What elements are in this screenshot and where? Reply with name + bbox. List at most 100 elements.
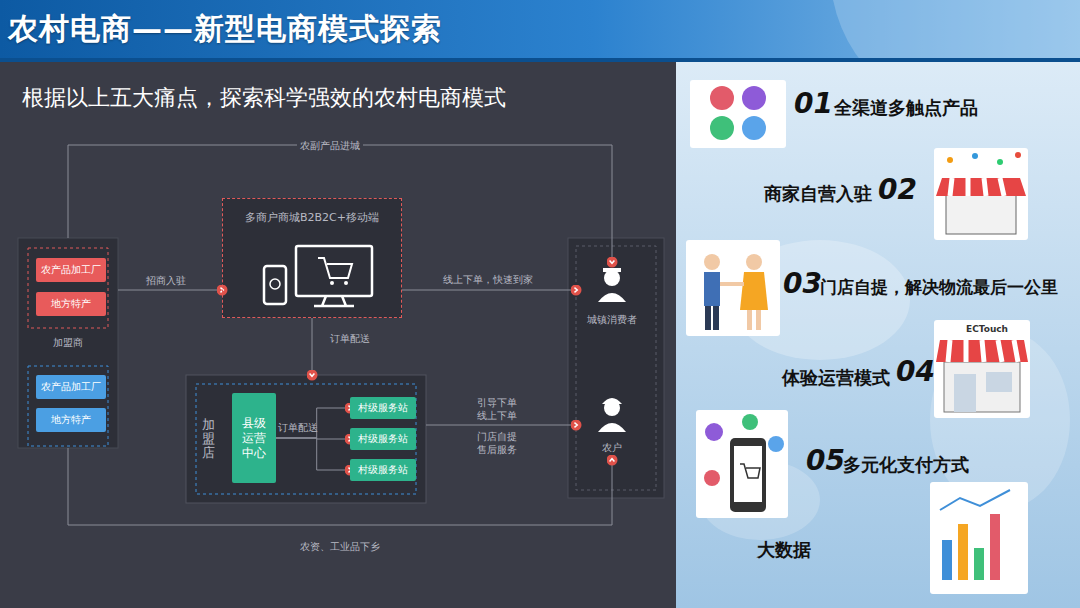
flow-connector: [426, 425, 576, 426]
merchant-shop-image: [972, 153, 978, 159]
node-text: 加盟商: [53, 337, 83, 350]
callout-number: 02: [878, 172, 917, 208]
flow-connector: [68, 145, 612, 262]
experience-store-image: [944, 362, 1020, 412]
payment-phone-image: [696, 410, 788, 518]
channel-icons: [742, 116, 766, 140]
merchant-shop-image: [950, 178, 1004, 196]
shop-frame: [196, 384, 416, 494]
payment-phone-image: [742, 414, 758, 430]
supplier-box: 地方特产: [36, 292, 106, 316]
flow-connector: [276, 408, 350, 438]
big-data-chart-image: [974, 548, 984, 580]
node-text: 城镇消费者: [587, 314, 637, 327]
edge-label: 订单配送: [275, 421, 321, 434]
county-center-box: 县级运营中心: [232, 393, 276, 483]
experience-store-image: [934, 320, 1030, 418]
merchant-shop-image: [1015, 152, 1021, 158]
title-banner: [0, 58, 1080, 62]
handshake-image: [686, 240, 780, 336]
handshake-image: [704, 272, 720, 306]
experience-store-image: [936, 340, 1028, 362]
consumer-node: 城镇消费者: [576, 262, 648, 332]
channel-icons: [710, 116, 734, 140]
node-text: 村级服务站: [358, 433, 408, 446]
feature-panel: [730, 240, 910, 360]
channel-icons: [690, 80, 786, 148]
page-title: 农村电商——新型电商模式探索: [8, 9, 442, 50]
experience-store-image: [986, 372, 1012, 392]
merchant-shop-image: [997, 159, 1003, 165]
merchant-shop-image: [934, 148, 1028, 240]
customer-frame: [598, 293, 626, 302]
big-data-chart-image: [930, 482, 1028, 594]
handshake-image: [705, 306, 711, 330]
big-data-chart-image: [958, 524, 968, 580]
feature-text: 多元化支付方式: [843, 453, 969, 476]
mall-frame: [318, 258, 352, 278]
payment-phone-image: [734, 446, 762, 502]
handshake-image: [713, 306, 719, 330]
flow-connector: [312, 318, 313, 375]
handshake-image: [740, 272, 768, 310]
customer-frame: [598, 423, 626, 432]
payment-phone-image: [696, 410, 788, 518]
feature-text: 体验运营模式: [782, 366, 890, 389]
edge-label: 农资、工业品下乡: [297, 540, 383, 553]
mall-frame: [222, 198, 402, 318]
payment-phone-image: [740, 464, 760, 478]
payment-phone-image: [705, 423, 723, 441]
franchisee-frame: [28, 248, 108, 328]
mall-frame: [296, 246, 372, 296]
channel-icons: [690, 80, 786, 148]
big-data-chart-image: [990, 514, 1000, 580]
mall-box: 多商户商城B2B2C+移动端: [222, 198, 402, 318]
customer-frame: [576, 246, 656, 490]
node-text: 多商户商城B2B2C+移动端: [245, 211, 379, 225]
mall-frame: [264, 266, 286, 304]
experience-store-image: [954, 374, 976, 412]
customer-frame: [603, 268, 621, 272]
node-text: 加盟店: [202, 418, 215, 461]
franchisee-frame: [18, 238, 118, 448]
shop-frame: [186, 375, 426, 503]
edge-label: 引导下单 线上下单: [469, 396, 525, 422]
feature-text: 商家自营入驻: [764, 182, 872, 205]
customer-frame: [568, 238, 664, 498]
node-text: 村级服务站: [358, 402, 408, 415]
flow-connector: [68, 448, 612, 525]
big-data-chart-image: [942, 540, 952, 580]
village-station-box: 村级服务站: [350, 459, 416, 481]
merchant-shop-image: [936, 178, 1026, 196]
handshake-image: [747, 310, 752, 330]
flow-connector: [276, 438, 350, 470]
customer-frame: [604, 270, 620, 286]
handshake-image: [756, 310, 761, 330]
handshake-image: [686, 240, 780, 336]
mall-frame: [344, 281, 348, 285]
flow-connector: [402, 290, 576, 291]
node-text: 县级运营中心: [241, 416, 267, 461]
mall-frame: [270, 279, 280, 289]
feature-text: 大数据: [757, 538, 811, 561]
edge-label: 线上下单，快速到家: [440, 273, 536, 286]
feature-panel: [676, 62, 1080, 608]
feature-panel: [676, 62, 1080, 608]
callout-number: 03: [783, 266, 822, 302]
payment-phone-image: [730, 438, 766, 512]
big-data-chart-image: [940, 490, 1010, 510]
callout-number: 01: [794, 86, 833, 122]
feature-text: 门店自提，解决物流最后一公里: [820, 276, 1058, 298]
supplier-box: 农产品加工厂: [36, 258, 106, 282]
node-text: 农户: [602, 442, 622, 455]
brand-label: ECTouch: [966, 324, 1008, 336]
experience-store-image: [948, 340, 1018, 362]
node-text: 村级服务站: [358, 464, 408, 477]
node-text: 农产品加工厂: [41, 381, 101, 394]
flow-connector: [118, 290, 222, 291]
experience-store-image: [934, 320, 1030, 418]
merchant-shop-image: [934, 148, 1028, 240]
diagram-panel: [0, 62, 676, 608]
edge-label: 招商入驻: [143, 274, 189, 287]
